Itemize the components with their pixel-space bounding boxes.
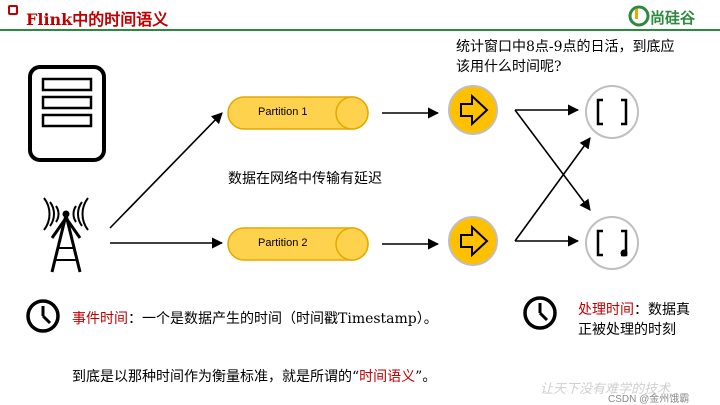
slide-title: Flink中的时间语义 [26,10,169,29]
header-divider [0,29,720,31]
network-delay-note: 数据在网络中传输有延迟 [228,171,382,187]
question-text: 统计窗口中8点-9点的日活，到底应 该用什么时间呢? [456,37,718,77]
operator-node-1 [448,85,498,135]
server-icon [28,65,106,162]
event-time-line: 事件时间：一个是数据产生的时间（时间戳Timestamp）。 [72,308,438,328]
partition-2-label: Partition 2 [258,237,308,249]
partition-1-label: Partition 1 [258,106,308,118]
operator-node-2 [448,216,498,266]
antenna-icon [43,197,89,273]
title-marker-icon [8,5,18,15]
partition-2-capsule [227,227,369,261]
partition-1-capsule [227,96,369,130]
arrow-op2-to-win1 [514,137,591,242]
window-node-1 [585,85,639,139]
clock-icon-event [26,299,60,333]
conclusion-prefix: 到底是以那种时间作为衡量标准，就是所谓的“ [72,369,360,385]
question-line-2: 该用什么时间呢? [456,59,562,75]
logo-icon [628,5,650,27]
conclusion-suffix: ”。 [415,369,437,385]
clock-icon-processing [523,296,557,330]
csdn-watermark: CSDN @金州饿霸 [608,394,690,405]
arrow-op1-to-win2 [514,109,591,211]
slogan-watermark: 让天下没有难学的技术 [540,382,671,397]
processing-time-desc-2: 正被处理的时刻 [578,322,676,338]
event-time-label: 事件时间 [72,311,128,327]
processing-time-label: 处理时间 [578,302,634,318]
logo-text: 尚硅谷 [650,9,696,27]
conclusion-highlight: 时间语义 [359,369,416,385]
event-time-desc: ：一个是数据产生的时间（时间戳Timestamp）。 [128,311,438,327]
window-node-2 [585,216,639,270]
conclusion-text: 到底是以那种时间作为衡量标准，就是所谓的“时间语义”。 [72,366,436,386]
question-line-1: 统计窗口中8点-9点的日活，到底应 [456,39,675,55]
processing-time-text: 处理时间：数据真 正被处理的时刻 [578,300,690,340]
processing-time-desc-1: ：数据真 [634,302,690,318]
arrow-source-to-p1 [109,112,223,229]
